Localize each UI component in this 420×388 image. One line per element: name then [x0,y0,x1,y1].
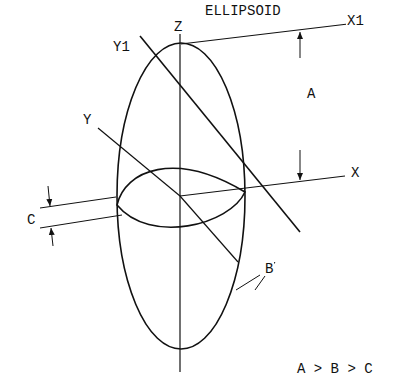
dimension-label: A [306,87,316,101]
diagram-title: ELLIPSOID [205,4,281,18]
extension-line [255,262,275,290]
y1-axis [140,36,300,232]
dimension-arrow [300,32,301,58]
extension-line [40,197,116,208]
dimension-label: B [264,262,274,276]
note-text: A > B > C [296,362,374,376]
axis-label: Y [82,113,92,127]
b-axis [180,196,238,262]
axis-label: X1 [346,14,365,28]
y-axis [98,128,180,196]
extension-line [40,215,122,228]
axis-label: Z [173,20,183,34]
dimension-label: C [26,213,36,227]
axis-label: X [350,166,360,180]
dimension-arrow [48,186,50,206]
dimension-arrow [51,228,53,246]
x1-axis [181,24,348,44]
axis-label: Y1 [112,40,131,54]
dimension-arrow [300,150,301,180]
